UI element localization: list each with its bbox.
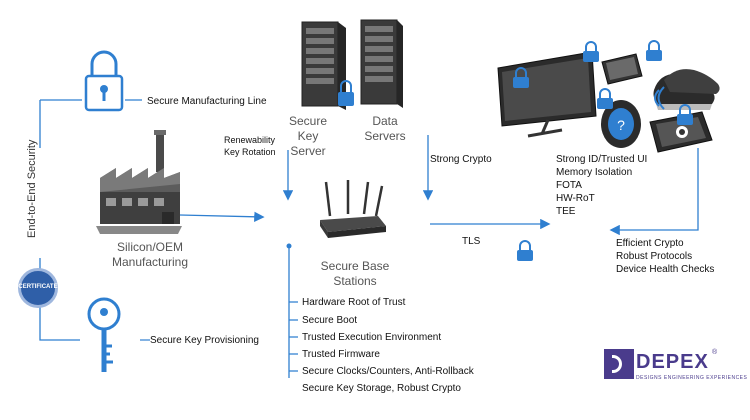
base-station-router-icon	[320, 180, 386, 238]
tablet-device-icon	[649, 111, 713, 153]
tls-lock-icon	[517, 240, 533, 261]
registered-mark: ®	[712, 349, 718, 356]
depex-logo-tagline: DESIGNS ENGINEERING EXPERIENCES	[636, 375, 748, 381]
secure-base-stations-label: Secure Base Stations	[320, 259, 390, 288]
base-station-feature-5: Secure Clocks/Counters, Anti-Rollback	[302, 366, 474, 377]
device-feature-5: TEE	[556, 206, 576, 217]
base-station-feature-4: Trusted Firmware	[302, 349, 380, 360]
smart-shoes-icon	[653, 69, 720, 110]
secure-key-provisioning-label: Secure Key Provisioning	[150, 335, 259, 346]
depex-logo-mark	[604, 349, 634, 379]
device-feature-1: Strong ID/Trusted UI	[556, 154, 648, 165]
phone-lock-icon	[583, 41, 599, 62]
strong-crypto-label: Strong Crypto	[430, 154, 492, 165]
device-feature-3: FOTA	[556, 180, 582, 191]
renewability-label: Renewability	[224, 135, 276, 145]
certificate-badge-icon: CERTIFICATE	[18, 268, 58, 308]
manufacturing-lock-icon	[84, 50, 124, 112]
svg-text:?: ?	[617, 117, 625, 133]
monitor-lock-icon	[513, 67, 529, 88]
phone-icon	[601, 53, 643, 85]
end-to-end-security-label: End-to-End Security	[26, 139, 38, 238]
depex-logo-text: DEPEX	[636, 351, 709, 373]
device-feature-4: HW-RoT	[556, 193, 595, 204]
wireless-signal-icon	[654, 86, 665, 110]
tls-label: TLS	[462, 236, 481, 247]
base-station-feature-6: Secure Key Storage, Robust Crypto	[302, 383, 461, 394]
key-server-icon	[301, 21, 354, 110]
device-feature-2: Memory Isolation	[556, 167, 633, 178]
monitor-icon	[497, 51, 597, 138]
smart-dial-icon: ?	[601, 100, 641, 148]
data-server-icon	[360, 19, 403, 108]
tablet-lock-icon	[677, 104, 693, 125]
shoes-lock-icon	[646, 40, 662, 61]
factory-icon	[96, 130, 182, 234]
dial-lock-icon	[597, 88, 613, 109]
base-station-feature-2: Secure Boot	[302, 315, 358, 326]
device-bottom-feature-3: Device Health Checks	[616, 264, 715, 275]
secure-manufacturing-line-label: Secure Manufacturing Line	[147, 96, 267, 107]
key-icon	[87, 297, 121, 372]
device-bottom-feature-1: Efficient Crypto	[616, 238, 684, 249]
silicon-oem-manufacturing-label: Silicon/OEM Manufacturing	[111, 240, 189, 269]
secure-key-server-label: Secure Key Server	[288, 114, 328, 158]
key-rotation-label: Key Rotation	[224, 147, 276, 157]
device-bottom-feature-2: Robust Protocols	[616, 251, 693, 262]
base-station-feature-1: Hardware Root of Trust	[302, 297, 406, 308]
base-station-feature-3: Trusted Execution Environment	[302, 332, 442, 343]
data-servers-label: Data Servers	[364, 114, 406, 143]
